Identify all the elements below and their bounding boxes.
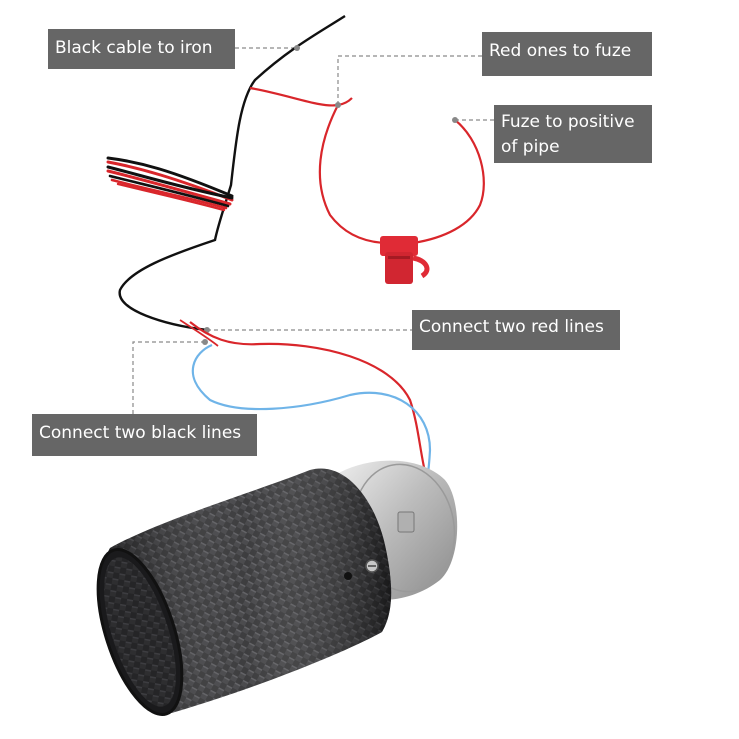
label-connect-two-red-lines: Connect two red lines <box>412 310 620 350</box>
coiled-cable <box>106 156 234 212</box>
red-wire-to-fuze <box>249 86 386 245</box>
label-text: Connect two black lines <box>39 423 242 443</box>
label-text: Red ones to fuze <box>489 41 632 61</box>
red-wire-from-fuze <box>412 119 485 245</box>
red-pigtail <box>179 319 219 347</box>
label-connect-two-black-lines: Connect two black lines <box>32 414 257 456</box>
label-text: Black cable to iron <box>55 38 213 58</box>
label-black-cable-to-iron: Black cable to iron <box>48 29 235 69</box>
label-red-ones-to-fuze: Red ones to fuze <box>482 32 652 76</box>
carbon-fiber-tip <box>96 468 392 716</box>
leader-red-fuze <box>337 55 482 105</box>
fuse-holder <box>380 236 430 284</box>
leader-lines <box>132 47 494 414</box>
connector-dots <box>202 45 458 345</box>
label-line-1: Fuze to positive <box>501 112 635 132</box>
black-cable-wire <box>118 14 346 332</box>
leader-two-black <box>132 341 205 414</box>
label-fuze-to-positive: Fuze to positive of pipe <box>494 105 652 163</box>
label-line-2: of pipe <box>501 137 560 157</box>
label-text: Connect two red lines <box>419 317 604 337</box>
